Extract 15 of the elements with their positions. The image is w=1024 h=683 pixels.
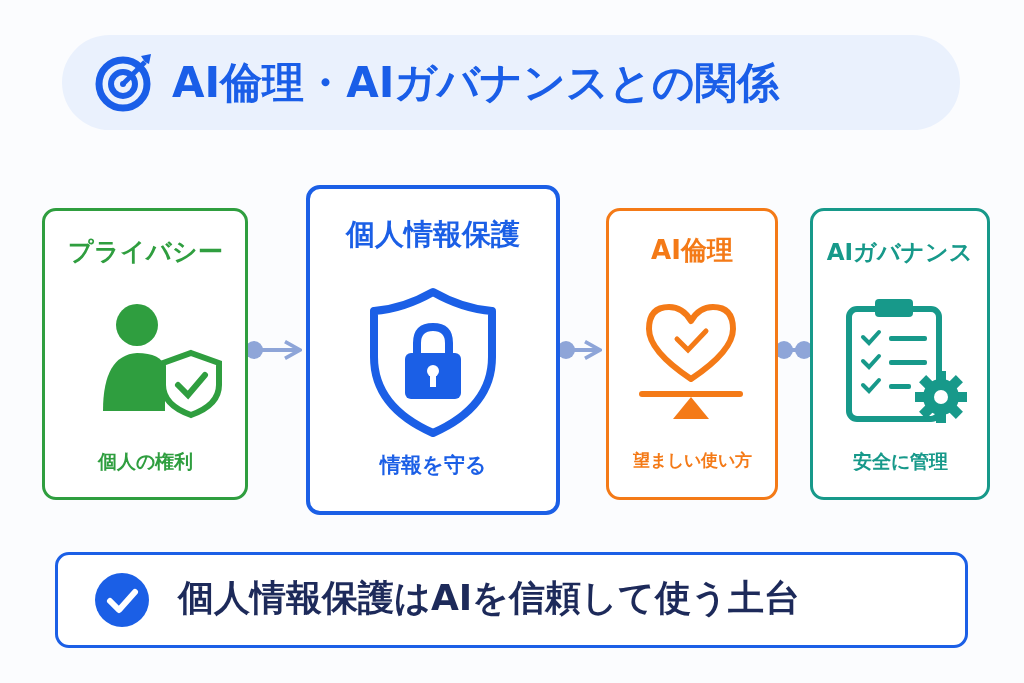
concept-card (306, 185, 560, 515)
card-heading: AI倫理 (650, 233, 734, 267)
card-caption: 情報を守る (378, 452, 488, 479)
summary-text: 個人情報保護はAIを信頼して使う土台 (178, 576, 801, 620)
concept-card (606, 208, 778, 500)
card-caption: 望ましい使い方 (631, 449, 753, 472)
title-text: AI倫理・AIガバナンスとの関係 (172, 57, 780, 109)
card-heading: プライバシー (66, 236, 224, 269)
card-heading: 個人情報保護 (344, 215, 521, 253)
summary-banner (55, 552, 968, 648)
card-caption: 個人の権利 (96, 449, 194, 474)
concept-card (810, 208, 990, 500)
concept-card (42, 208, 248, 500)
card-caption: 安全に管理 (851, 449, 949, 474)
card-heading: AIガバナンス (825, 237, 975, 267)
